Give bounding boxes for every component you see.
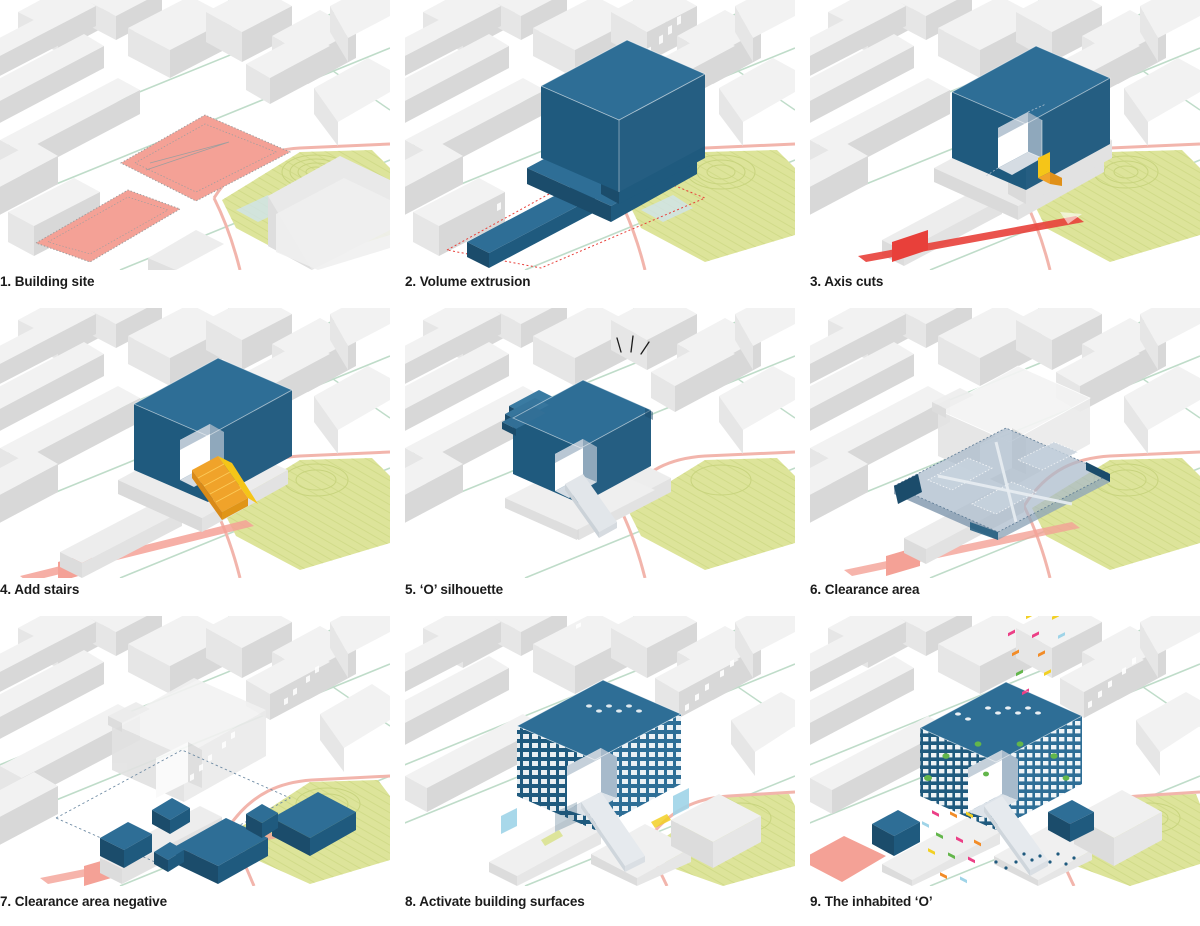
isometric-city-scene-4 — [0, 308, 390, 578]
trees — [924, 741, 1070, 781]
people — [994, 852, 1076, 870]
city-blocks — [810, 0, 1200, 215]
existing-buildings — [100, 665, 356, 884]
isometric-city-scene-7 — [0, 616, 390, 886]
isometric-city-scene-2 — [405, 0, 795, 270]
panel-4-illustration — [0, 308, 390, 578]
panel-6: 6. Clearance area — [810, 308, 1200, 616]
panel-3-illustration — [810, 0, 1200, 270]
site-plot-upper — [119, 114, 292, 202]
panel-6-illustration — [810, 308, 1200, 578]
terraced-roof — [502, 390, 553, 436]
panel-8: 8. Activate building surfaces — [405, 616, 795, 926]
orange-stair — [192, 456, 258, 520]
isometric-city-scene-1 — [0, 0, 390, 270]
isometric-city-scene-3 — [810, 0, 1200, 270]
pavilions — [872, 800, 1094, 856]
panel-1: 1. Building site — [0, 0, 390, 308]
panel-2: 2. Volume extrusion — [405, 0, 795, 308]
clearance-platform — [893, 427, 1111, 540]
panel-3-caption: 3. Axis cuts — [810, 274, 884, 289]
panel-7-caption: 7. Clearance area negative — [0, 894, 168, 909]
city-blocks — [405, 308, 795, 523]
panel-7: 7. Clearance area negative — [0, 616, 390, 926]
isometric-city-scene-6 — [810, 308, 1200, 578]
site-plot-remnant — [810, 836, 886, 882]
city-blocks — [810, 616, 1200, 814]
panel-7-illustration — [0, 616, 390, 886]
o-building-grid — [516, 622, 682, 832]
panel-9-illustration — [810, 616, 1200, 886]
panel-4-caption: 4. Add stairs — [0, 582, 80, 597]
panel-1-illustration — [0, 0, 390, 270]
panel-1-caption: 1. Building site — [0, 274, 95, 289]
city-blocks — [0, 0, 390, 256]
city-blocks — [405, 616, 795, 812]
panel-2-caption: 2. Volume extrusion — [405, 274, 531, 289]
site-plot-lower — [34, 189, 182, 263]
ghost-volume — [108, 678, 266, 802]
foreground-blocks — [148, 156, 390, 270]
roof-terrace — [955, 706, 1041, 721]
panel-5-caption: 5. ‘O’ silhouette — [405, 582, 504, 597]
axis-line — [858, 212, 1084, 262]
panel-9: 9. The inhabited ‘O’ — [810, 616, 1200, 926]
isometric-city-scene-8 — [405, 616, 795, 886]
perimeter-bar-gray — [60, 500, 182, 578]
panel-8-caption: 8. Activate building surfaces — [405, 894, 585, 909]
colored-balconies — [922, 616, 1065, 884]
o-silhouette — [502, 379, 653, 506]
isometric-city-scene-5 — [405, 308, 795, 578]
panel-5: 5. ‘O’ silhouette — [405, 308, 795, 616]
stair-marker — [1038, 152, 1062, 186]
extruded-volume — [539, 39, 707, 192]
panel-4: 4. Add stairs — [0, 308, 390, 616]
accent-panels — [501, 788, 689, 846]
panel-2-illustration — [405, 0, 795, 270]
panel-9-caption: 9. The inhabited ‘O’ — [810, 894, 933, 909]
dashed-clearance-outline — [54, 749, 292, 867]
ramp — [581, 792, 645, 872]
isometric-city-scene-9 — [810, 616, 1200, 886]
sparkle-icon — [616, 335, 650, 355]
panel-6-caption: 6. Clearance area — [810, 582, 920, 597]
panel-8-illustration — [405, 616, 795, 886]
panel-5-illustration — [405, 308, 795, 578]
ramp — [984, 796, 1048, 876]
ramp — [565, 474, 617, 538]
o-volume-cut — [950, 45, 1112, 190]
inhabited-o-building — [919, 616, 1083, 884]
city-blocks — [0, 616, 390, 845]
panel-3: 3. Axis cuts — [810, 0, 1200, 308]
city-blocks — [810, 308, 1200, 523]
